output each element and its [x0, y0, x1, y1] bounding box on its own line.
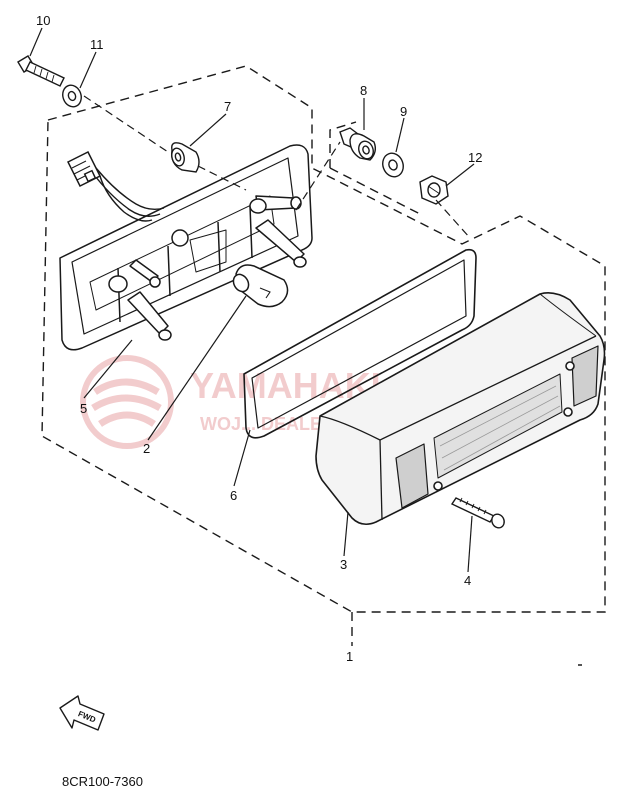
washer-left [62, 84, 82, 108]
part-label-3: 3 [340, 557, 347, 572]
lens [315, 292, 606, 526]
part-label-1: 1 [346, 649, 353, 664]
part-label-9: 9 [400, 104, 407, 119]
gasket [243, 248, 477, 439]
part-label-10: 10 [36, 13, 50, 28]
part-label-8: 8 [360, 83, 367, 98]
diagram-code: 8CR100-7360 [62, 774, 143, 789]
washer-right [382, 152, 404, 178]
nut [419, 175, 449, 205]
assembly-outline [41, 65, 606, 646]
connector [66, 150, 102, 188]
watermark-logo [80, 355, 174, 449]
bolt [17, 55, 65, 87]
collar [339, 127, 377, 161]
lens-screw [450, 497, 505, 529]
assembly-guide-lines [83, 95, 471, 239]
lamp-base [59, 144, 313, 351]
part-label-7: 7 [224, 99, 231, 114]
part-label-12: 12 [468, 150, 482, 165]
leader-lines [29, 27, 475, 573]
fwd-arrow-icon: FWD [59, 695, 105, 731]
stray-mark [578, 664, 582, 666]
part-label-2: 2 [143, 441, 150, 456]
grommet [171, 142, 200, 173]
part-label-4: 4 [464, 573, 471, 588]
part-label-6: 6 [230, 488, 237, 503]
bulb [232, 264, 289, 308]
part-label-11: 11 [90, 37, 104, 52]
wiring-harness [91, 167, 165, 222]
part-label-5: 5 [80, 401, 87, 416]
part-labels: 10 11 7 8 9 12 5 2 6 3 4 1 [36, 13, 482, 664]
